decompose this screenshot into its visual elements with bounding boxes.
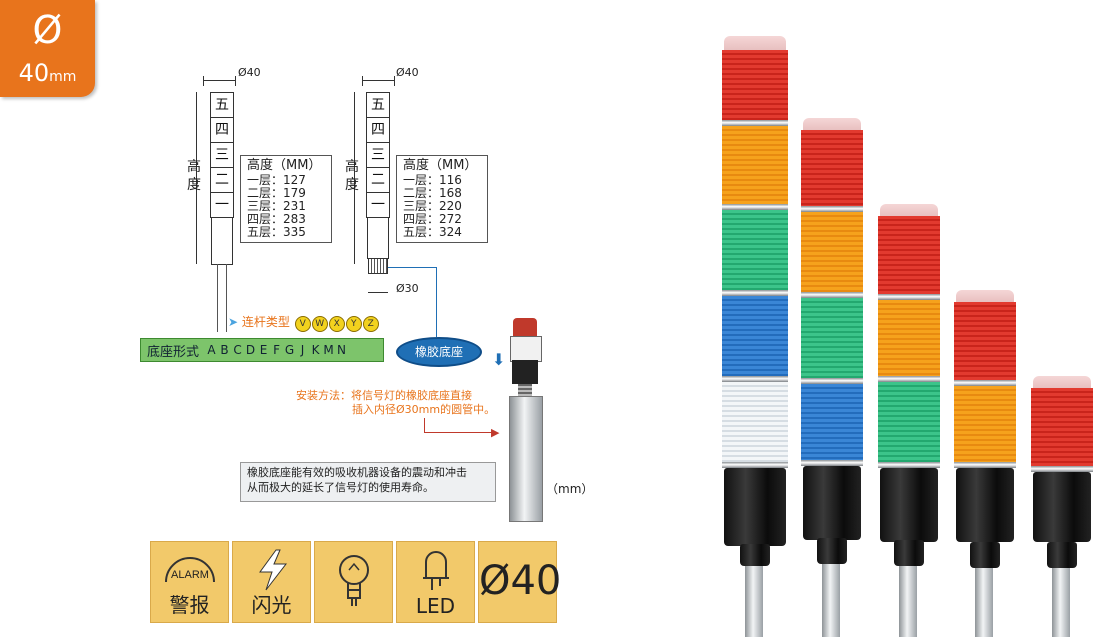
height-label: 高度 — [345, 159, 359, 193]
feature-tile-bulb — [314, 541, 393, 623]
height-dimension-line — [196, 92, 197, 264]
feature-label: LED — [415, 594, 456, 618]
tower-1-tier — [1031, 376, 1093, 542]
tower-base-outline — [211, 218, 233, 265]
feature-tile-diameter: Ø40 — [478, 541, 562, 623]
rod-code: Z — [362, 316, 379, 332]
install-arrow-line — [424, 418, 425, 432]
feature-tile-alarm: ALARM 警报 — [150, 541, 229, 623]
size-value: 40mm — [18, 59, 77, 87]
rod-code: V — [294, 316, 311, 332]
tower-4-tier — [801, 118, 863, 540]
diameter-top-label: Ø40 — [238, 66, 261, 79]
height-table-left: 高度（MM） 一层：127 二层：179 三层：231 四层：283 五层：33… — [240, 155, 332, 243]
tier-4: 四 — [211, 118, 233, 143]
unit-note: （mm） — [546, 482, 594, 496]
tier-1: 一 — [371, 197, 385, 213]
mount-type-label: 底座形式 — [147, 344, 200, 360]
dim-tick — [394, 76, 395, 86]
diameter-top-label: Ø40 — [396, 66, 419, 79]
tower-3-tier — [878, 204, 940, 542]
tower-base-outline — [367, 218, 389, 259]
arrow-down-icon: ⬇ — [492, 350, 506, 369]
rubber-base-outline — [368, 258, 388, 274]
tower-outline: 五 四 三 二 一 — [210, 92, 234, 218]
rod-code: Y — [345, 316, 362, 332]
tier-5: 五 — [367, 93, 389, 118]
dim-tick — [235, 76, 236, 86]
dim-tick — [362, 76, 363, 86]
tier-3: 三 — [367, 143, 389, 168]
height-table-right: 高度（MM） 一层：116 二层：168 三层：220 四层：272 五层：32… — [396, 155, 488, 243]
install-arrow-line — [424, 432, 494, 433]
install-line-2: 插入内径Ø30mm的圆管中。 — [352, 403, 496, 416]
tier-1: 一 — [215, 197, 229, 213]
install-line-1: 安装方法：将信号灯的橡胶底座直接 — [296, 389, 472, 402]
diameter-line — [368, 292, 388, 293]
diameter-line — [362, 80, 394, 81]
feature-label: 警报 — [169, 593, 210, 617]
height-dimension-line — [354, 92, 355, 264]
pointer-line — [388, 267, 436, 268]
feature-tile-flash: 闪光 — [232, 541, 311, 623]
arrow-right-icon: ▶ — [491, 426, 500, 439]
flash-icon — [233, 548, 310, 592]
tower-cap — [724, 36, 786, 50]
note-line-1: 橡胶底座能有效的吸收机器设备的震动和冲击 — [247, 466, 467, 479]
tower-5-tier — [722, 36, 788, 548]
diameter-icon: Ø40 — [479, 558, 562, 604]
mount-type-bar: 底座形式 A B C D E F G J K M N — [140, 338, 384, 362]
pipe-illustration-tube — [509, 396, 543, 522]
alarm-icon: ALARM — [151, 548, 228, 592]
dim-tick — [203, 76, 204, 86]
tier-5: 五 — [211, 93, 233, 118]
height-label: 高度 — [187, 159, 201, 193]
arrow-right-icon: ➤ — [228, 315, 239, 329]
diameter-icon: Ø — [32, 8, 63, 52]
feature-tile-led: LED — [396, 541, 475, 623]
diameter-line — [203, 80, 235, 81]
rod-code: X — [328, 316, 345, 332]
rod-code: W — [311, 316, 328, 332]
lamp-body-illustration — [510, 336, 542, 362]
rubber-base-label: 橡胶底座 — [396, 337, 482, 367]
svg-text:ALARM: ALARM — [171, 569, 209, 581]
tower-2-tier — [954, 290, 1016, 542]
pointer-line — [436, 267, 437, 337]
bulb-icon — [315, 550, 392, 616]
tier-2: 二 — [367, 168, 389, 193]
tower-outline: 五 四 三 二 一 — [366, 92, 390, 218]
tier-4: 四 — [367, 118, 389, 143]
rod-type-label: 连杆类型 — [241, 315, 290, 329]
diameter-bottom-label: Ø30 — [396, 282, 419, 295]
rod-outline — [217, 264, 227, 332]
note-line-2: 从而极大的延长了信号灯的使用寿命。 — [247, 481, 434, 494]
tier-3: 三 — [211, 143, 233, 168]
feature-label: 闪光 — [251, 593, 292, 617]
note-box: 橡胶底座能有效的吸收机器设备的震动和冲击 从而极大的延长了信号灯的使用寿命。 — [240, 462, 496, 502]
mount-codes: A B C D E F G J K M N — [207, 343, 346, 357]
size-badge: Ø 40mm — [0, 0, 95, 97]
lamp-base-illustration — [512, 360, 538, 384]
tower-rod — [745, 566, 763, 637]
tier-2: 二 — [211, 168, 233, 193]
led-icon — [397, 548, 474, 592]
lamp-top-illustration — [513, 318, 537, 338]
